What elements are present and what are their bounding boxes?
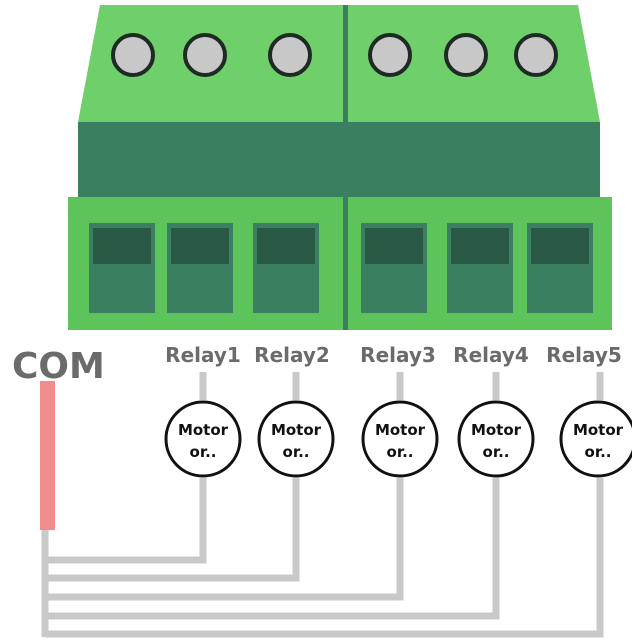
return-wire-relay5	[45, 478, 604, 638]
motor-label-line1: Motor	[271, 421, 322, 439]
wire-slot-inner	[365, 228, 423, 264]
screw-hole-icon	[268, 33, 312, 77]
motor-circle	[559, 400, 632, 478]
wire-slot-inner	[531, 228, 589, 264]
motor-relay5: Motor or..	[559, 400, 632, 478]
relay-label-2: Relay2	[254, 343, 330, 367]
relay-label-1: Relay1	[165, 343, 241, 367]
motor-relay2: Motor or..	[257, 400, 335, 478]
com-label: COM	[12, 346, 105, 387]
motors: Motor or.. Motor or.. Motor or.. Motor o…	[164, 400, 632, 478]
relay-label-3: Relay3	[360, 343, 436, 367]
screw-hole-icon	[444, 33, 488, 77]
return-wire-relay2	[45, 478, 300, 582]
motor-label-line1: Motor	[471, 421, 522, 439]
motor-label-line1: Motor	[178, 421, 229, 439]
motor-label-line2: or..	[585, 443, 612, 461]
motor-circle	[361, 400, 439, 478]
motor-circle	[457, 400, 535, 478]
motor-circle	[257, 400, 335, 478]
motor-label-line2: or..	[190, 443, 217, 461]
return-wire-relay1	[45, 478, 207, 564]
motor-label-line2: or..	[387, 443, 414, 461]
motor-relay1: Motor or..	[164, 400, 242, 478]
return-wire-relay3	[45, 478, 404, 601]
motor-relay3: Motor or..	[361, 400, 439, 478]
terminal-block-right-band	[348, 122, 600, 197]
wire-slot-inner	[93, 228, 151, 264]
screw-hole-icon	[183, 33, 227, 77]
motor-label-line2: or..	[483, 443, 510, 461]
motor-circle	[164, 400, 242, 478]
terminal-block-divider	[343, 5, 348, 330]
terminal-block	[68, 5, 612, 330]
motor-relay4: Motor or..	[457, 400, 535, 478]
wire-slot-inner	[451, 228, 509, 264]
wire-slot-inner	[257, 228, 315, 264]
com-wire	[40, 381, 55, 530]
relay-label-4: Relay4	[453, 343, 529, 367]
motor-label-line2: or..	[283, 443, 310, 461]
screw-hole-icon	[514, 33, 558, 77]
relay-label-5: Relay5	[546, 343, 622, 367]
terminal-block-left-band	[78, 122, 343, 197]
return-wire-relay4	[45, 478, 500, 620]
motor-label-line1: Motor	[573, 421, 624, 439]
wire-slots	[87, 221, 595, 315]
wires	[41, 372, 604, 638]
motor-label-line1: Motor	[375, 421, 426, 439]
wire-slot-inner	[171, 228, 229, 264]
screw-hole-icon	[111, 33, 155, 77]
screw-hole-icon	[368, 33, 412, 77]
screw-holes	[111, 33, 558, 77]
